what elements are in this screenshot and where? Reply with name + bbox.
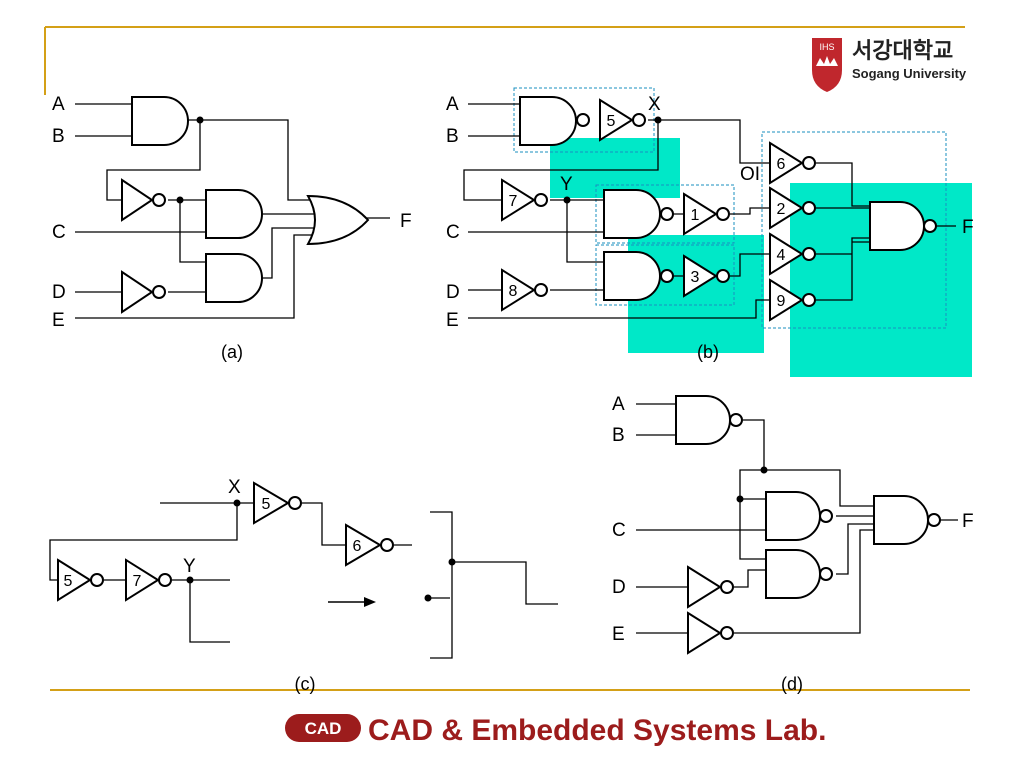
diagram-a: A B C D E F [52,94,412,362]
gate-number: 5 [607,113,616,130]
input-label-d: D [446,282,460,303]
lab-logo: CAD CAD & Embedded Systems Lab. [285,714,826,747]
not-gate: 2 [769,186,816,230]
input-label-c: C [52,222,66,243]
not-gate: 5 [57,558,104,602]
nand-gate [675,395,743,445]
caption-c: (c) [295,674,316,694]
input-label-b: B [612,425,625,446]
not-gate: 7 [501,178,548,222]
gate-number: 5 [64,573,73,590]
input-label-e: E [612,624,625,645]
input-label-c: C [612,520,626,541]
logo-badge: IHS [819,42,834,52]
gate-number: 4 [777,247,786,264]
gate-number: 1 [691,207,700,224]
input-label-d: D [52,282,66,303]
logo-name-en: Sogang University [852,66,967,81]
input-label-b: B [52,126,65,147]
wires [636,403,958,634]
lab-mark-text: CAD [305,719,342,738]
gate-number: 5 [262,496,271,513]
caption-b: (b) [697,342,719,362]
node-label-x: X [228,477,241,498]
lab-name: CAD & Embedded Systems Lab. [368,714,826,747]
not-gate: 8 [501,268,548,312]
not-gate: 5 [253,481,302,525]
nand-gate [765,549,833,599]
output-label-f: F [962,511,974,532]
diagram-d: A B C D E F [612,394,974,694]
university-logo: IHS 서강대학교 Sogang University [812,38,967,92]
gate-number: 6 [777,156,786,173]
input-label-e: E [52,310,65,331]
and-gate [205,253,263,303]
gate-number: 3 [691,269,700,286]
gate-number: 7 [133,573,142,590]
not-gate: 7 [125,558,172,602]
diagram-c: X Y 5 6 5 7 [49,477,558,694]
shield-icon: IHS [812,38,842,92]
caption-d: (d) [781,674,803,694]
input-label-e: E [446,310,459,331]
nand-gate [765,491,833,541]
gate-number: 6 [353,538,362,555]
gate-number: 7 [509,193,518,210]
gate-number: 2 [777,201,786,218]
node-label-y: Y [560,174,573,195]
node-label-oi: OI [740,164,760,185]
output-label-f: F [400,211,412,232]
input-label-c: C [446,222,460,243]
input-label-b: B [446,126,459,147]
input-label-a: A [52,94,65,115]
not-gate: 1 [683,192,730,236]
input-label-a: A [446,94,459,115]
node-label-x: X [648,94,661,115]
nand-gate [869,201,937,251]
not-gate: 6 [345,523,394,567]
not-gate [687,611,734,655]
or-gate [306,194,370,246]
wires [463,103,956,319]
nand-gate [603,189,674,239]
and-gate [131,96,189,146]
wires [49,502,558,659]
arrow-icon [328,597,376,607]
caption-a: (a) [221,342,243,362]
gate-number: 9 [777,293,786,310]
not-gate [121,270,166,314]
input-label-d: D [612,577,626,598]
not-gate [121,178,166,222]
title-rule [44,26,965,95]
not-gate: 6 [769,141,816,185]
lab-mark-icon: CAD [285,714,361,742]
nand-gate [603,251,674,301]
gate-group-box [761,131,947,329]
diagram-b: A B C D E X Y OI F 5 [446,87,974,377]
output-label-f: F [962,217,974,238]
wires [75,103,390,319]
input-label-a: A [612,394,625,415]
not-gate: 3 [683,254,730,298]
gate-group-box [595,244,735,306]
not-gate: 4 [769,232,816,276]
nand-gate [519,96,590,146]
not-gate: 5 [599,98,646,142]
not-gate: 9 [769,278,816,322]
nand-gate [873,495,941,545]
gate-number: 8 [509,283,518,300]
node-label-y: Y [183,556,196,577]
not-gate [687,565,734,609]
logo-name-kr: 서강대학교 [852,39,953,64]
and-gate [205,189,263,239]
